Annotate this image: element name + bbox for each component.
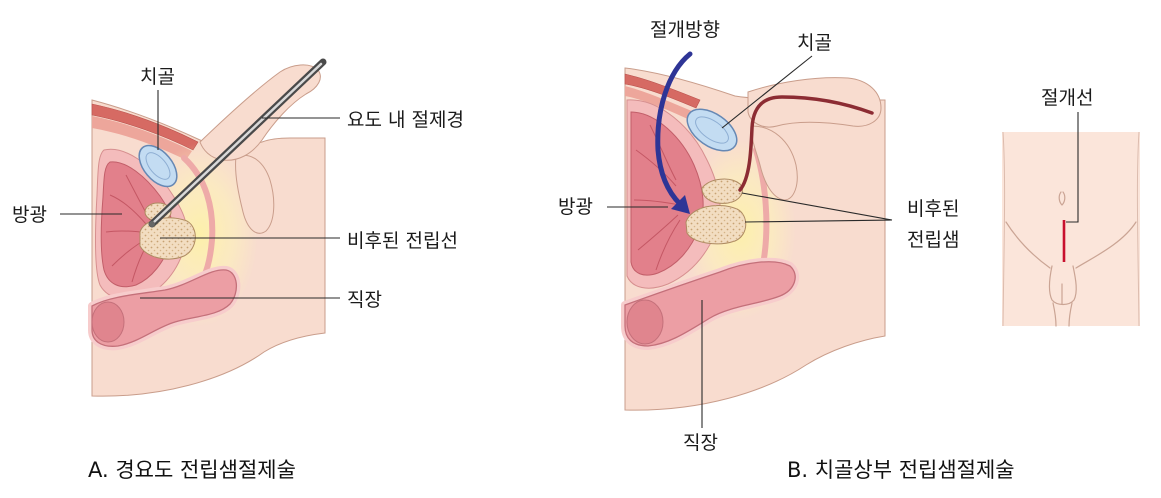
label-rectum-a: 직장 <box>347 289 382 311</box>
scrotum-a <box>235 154 275 234</box>
pubic-bone-a <box>138 144 178 188</box>
torso-left-side <box>1002 131 1006 327</box>
left-inguinal-crease <box>1005 221 1051 269</box>
abdominal-wall-inner-b <box>625 86 694 120</box>
label-resectoscope: 요도 내 절제경 <box>347 109 464 131</box>
prostate-b <box>685 178 747 245</box>
rectum-a <box>88 265 241 351</box>
leader-incision-line <box>1066 112 1079 223</box>
rectum-b <box>621 257 800 350</box>
scrotum-b <box>751 125 798 201</box>
leader-prostate-b-lower <box>744 219 893 223</box>
urethral-catheter <box>738 95 874 192</box>
pubic-bone-b <box>686 108 738 152</box>
left-inner-thigh <box>1052 302 1057 327</box>
label-incision-direction: 절개방향 <box>650 19 720 41</box>
right-inguinal-crease <box>1075 221 1137 269</box>
caption-a: A. 경요도 전립샘절제술 <box>88 458 296 482</box>
leader-pubis-b <box>721 55 813 129</box>
label-rectum-b: 직장 <box>683 432 718 454</box>
label-pubis-b: 치골 <box>797 32 832 54</box>
torso-skin <box>1002 132 1140 326</box>
genitals <box>1048 265 1077 306</box>
label-pubis-a: 치골 <box>140 66 175 88</box>
label-bladder-b: 방광 <box>558 196 593 218</box>
penis-b <box>747 77 882 128</box>
label-prostate-b-line2: 전립샘 <box>907 229 959 251</box>
panel-a-illustration <box>88 58 327 397</box>
incision-direction-arrow <box>655 51 693 214</box>
panel-a-leaders <box>60 90 340 299</box>
abdominal-wall-inner-a <box>92 116 192 160</box>
panel-b-illustration <box>621 51 886 411</box>
abdominal-wall-outer-b <box>624 73 701 109</box>
navel <box>1058 191 1066 206</box>
label-incision-line: 절개선 <box>1041 87 1093 109</box>
panel-a: 치골 요도 내 절제경 방광 비후된 전립선 직장 A. 경요도 전립샘절제술 <box>12 58 464 482</box>
caption-b: B. 치골상부 전립샘절제술 <box>787 458 1015 482</box>
label-bladder-a: 방광 <box>12 204 47 226</box>
bladder-folds-b <box>633 124 681 271</box>
torso-right-side <box>1136 131 1140 327</box>
right-inner-thigh <box>1068 302 1073 327</box>
panel-b: 절개방향 치골 방광 비후된 전립샘 직장 B. 치골상부 전립샘절제술 <box>558 19 1015 482</box>
panel-c-torso <box>1002 131 1140 327</box>
resectoscope <box>148 58 327 228</box>
panel-c: 절개선 <box>1002 87 1140 327</box>
leader-prostate-b-upper <box>741 192 893 221</box>
label-prostate-a: 비후된 전립선 <box>347 230 458 252</box>
panel-b-leaders <box>607 55 893 428</box>
label-prostate-b-line1: 비후된 <box>907 198 959 220</box>
